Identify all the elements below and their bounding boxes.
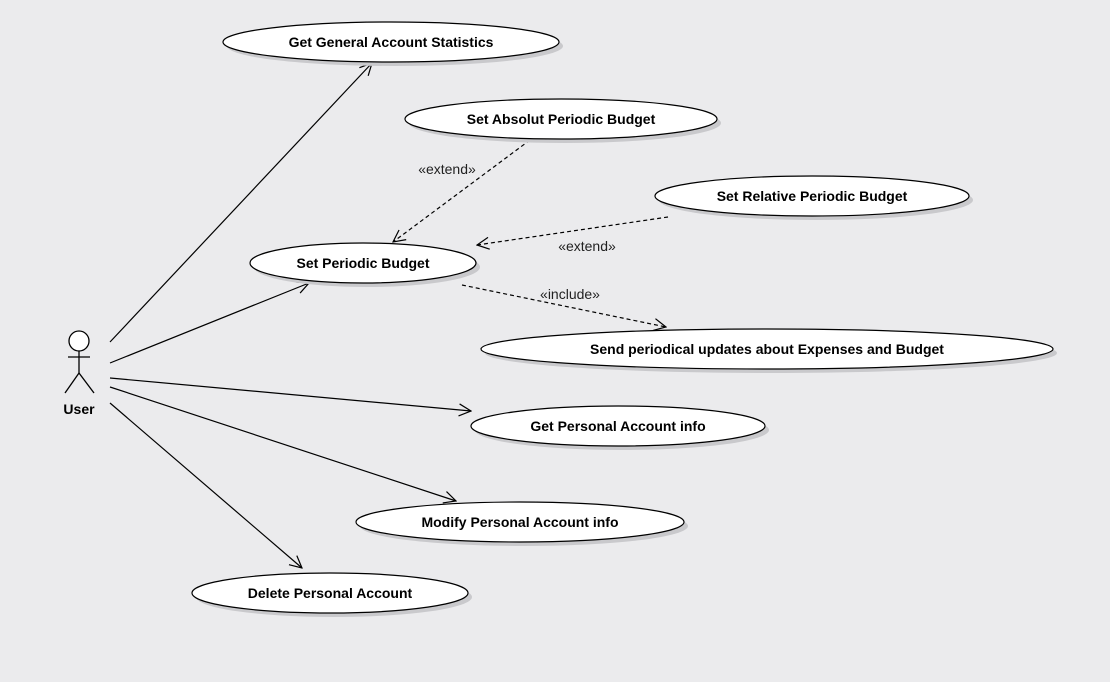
dependencies	[393, 139, 669, 327]
use-case-absolut-budget-label: Set Absolut Periodic Budget	[467, 111, 656, 127]
use-case-periodic-budget[interactable]: Set Periodic Budget	[249, 242, 480, 287]
associations	[109, 63, 471, 568]
actor-left-leg	[64, 372, 80, 394]
actor-head	[68, 330, 90, 352]
use-case-general-stats[interactable]: Get General Account Statistics	[222, 21, 563, 66]
use-case-delete-account[interactable]: Delete Personal Account	[191, 572, 472, 617]
association-delete-account[interactable]	[109, 402, 302, 568]
use-case-periodical-updates[interactable]: Send periodical updates about Expenses a…	[480, 328, 1057, 373]
use-case-delete-account-label: Delete Personal Account	[248, 585, 413, 601]
actor-user-label: User	[63, 401, 95, 417]
use-case-relative-budget[interactable]: Set Relative Periodic Budget	[654, 175, 973, 220]
extend-absolut-label: «extend»	[418, 161, 476, 177]
use-case-relative-budget-label: Set Relative Periodic Budget	[717, 188, 908, 204]
use-case-modify-info[interactable]: Modify Personal Account info	[355, 501, 688, 546]
use-case-general-stats-label: Get General Account Statistics	[289, 34, 494, 50]
use-case-modify-info-label: Modify Personal Account info	[421, 514, 618, 530]
extend-absolut-line[interactable]	[393, 139, 531, 242]
association-personal-info[interactable]	[109, 377, 471, 411]
association-general-stats[interactable]	[109, 63, 372, 343]
actor-right-leg	[78, 372, 95, 394]
use-case-absolut-budget[interactable]: Set Absolut Periodic Budget	[404, 98, 721, 143]
use-case-personal-info[interactable]: Get Personal Account info	[470, 405, 769, 450]
association-periodic-budget[interactable]	[109, 283, 309, 364]
use-case-periodic-budget-label: Set Periodic Budget	[296, 255, 429, 271]
extend-relative-label: «extend»	[558, 238, 616, 254]
association-modify-info[interactable]	[109, 386, 456, 501]
actor-user[interactable]	[64, 330, 95, 394]
include-updates-label: «include»	[540, 286, 600, 302]
use-case-periodical-updates-label: Send periodical updates about Expenses a…	[590, 341, 944, 357]
use-case-personal-info-label: Get Personal Account info	[530, 418, 705, 434]
